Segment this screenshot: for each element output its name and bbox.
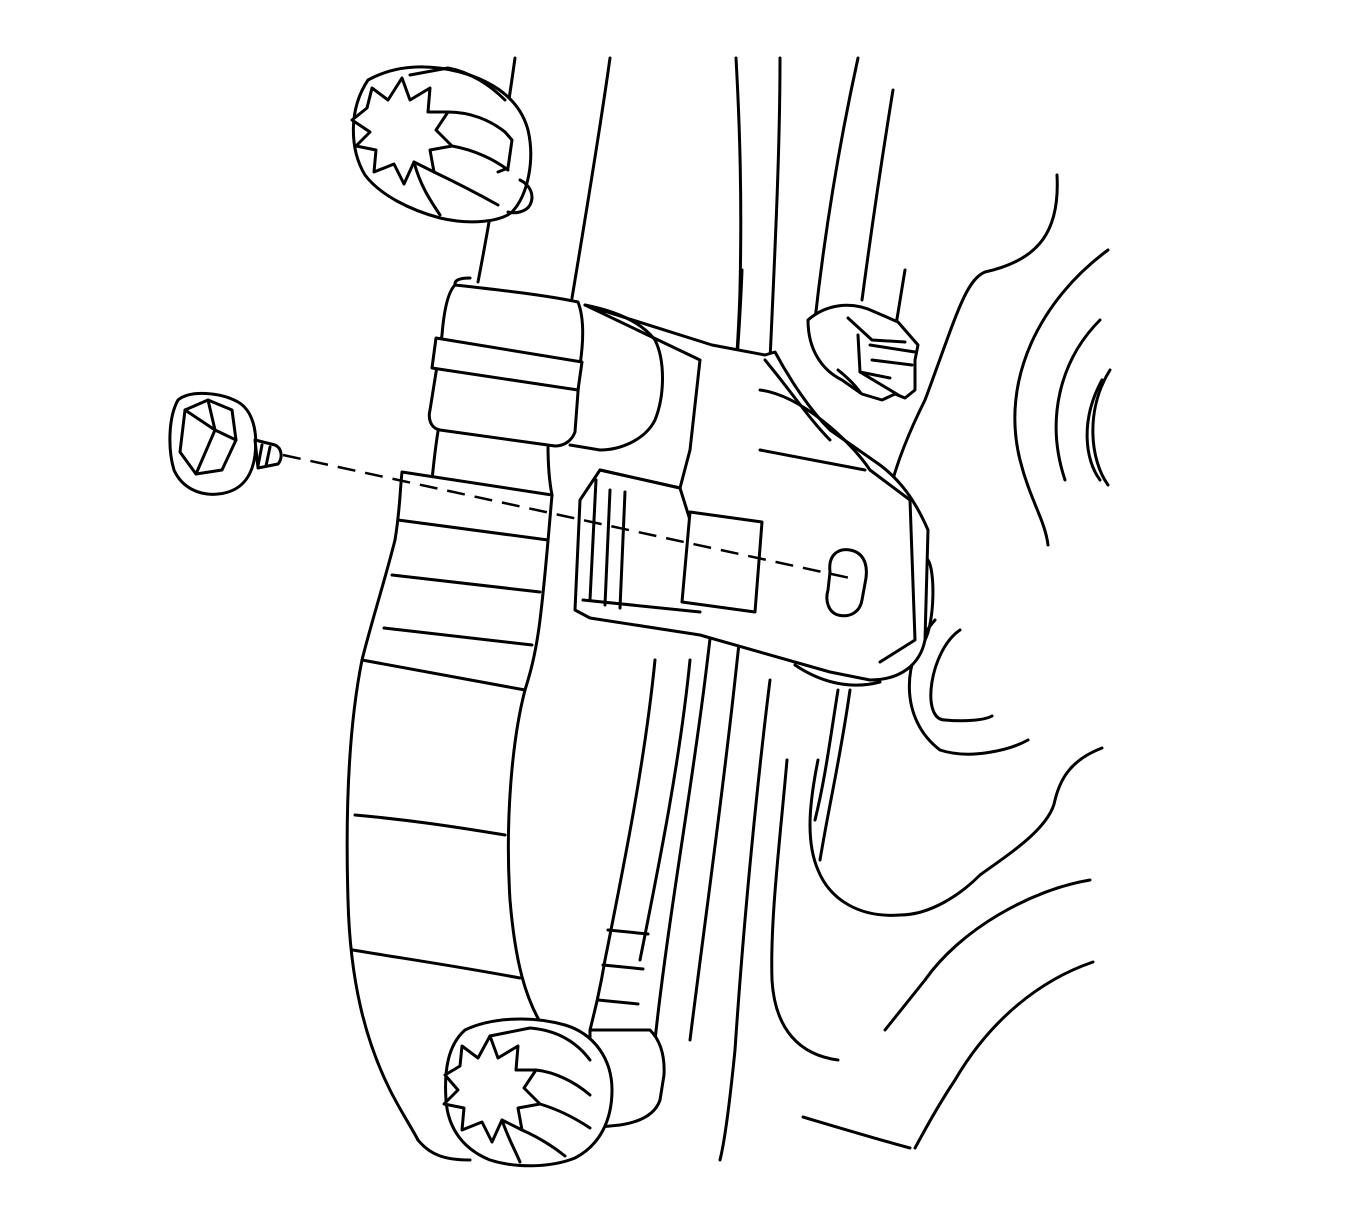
hose [345,56,612,1162]
push-pin-retainer-middle [806,303,920,402]
push-pin-retainer-bottom [442,1017,666,1168]
vehicle-body-panel [718,173,1112,1162]
mounting-bracket [568,303,935,687]
bolt-alignment-line [282,453,851,580]
hose-clamp-collar [427,276,585,448]
push-pin-retainer-top [350,65,534,224]
hex-flange-bolt [168,391,283,496]
